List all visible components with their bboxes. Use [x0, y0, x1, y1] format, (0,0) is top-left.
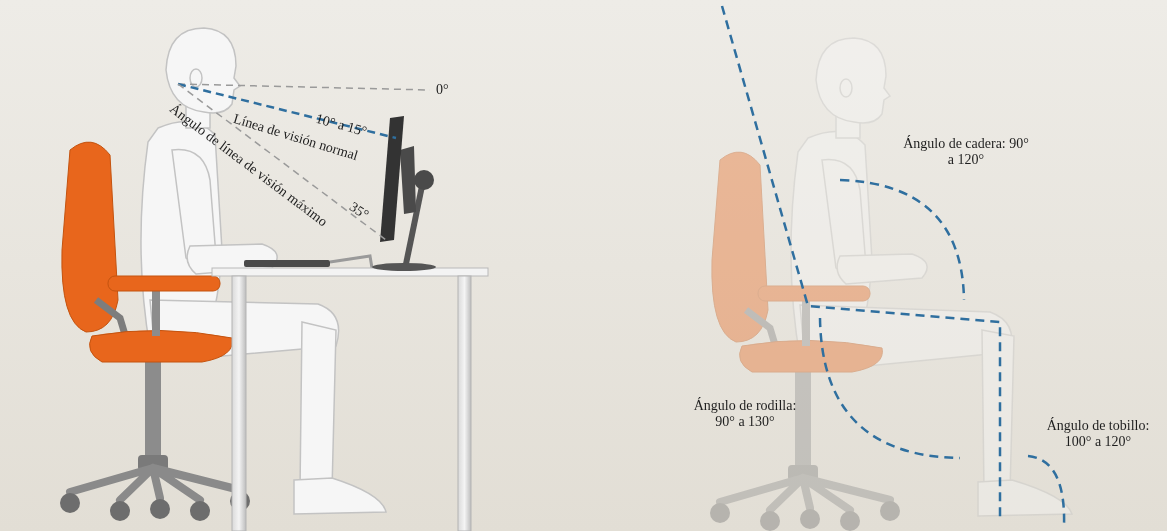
angle-label: 0° [436, 82, 449, 98]
desk-leg [232, 276, 246, 531]
chair-armrest [108, 276, 220, 336]
monitor [372, 116, 436, 271]
desk-top [212, 268, 488, 276]
chair-seat [60, 330, 250, 521]
posture-scene [710, 38, 1072, 531]
ankle-angle-label: Ángulo de tobillo: 100° a 120° [1032, 418, 1164, 450]
desk-leg [458, 276, 471, 531]
workstation-scene [60, 28, 488, 531]
max-sight-line [178, 84, 386, 240]
angle-lines [722, 6, 1064, 526]
angle-label: 35° [346, 199, 371, 223]
chair-backrest [62, 142, 126, 338]
knee-angle-label: Ángulo de rodilla: 90° a 130° [684, 398, 806, 430]
angle-label: 10° a 15° [314, 111, 369, 140]
keyboard [244, 260, 330, 267]
keyboard-tray [330, 256, 372, 268]
hip-angle-label: Ángulo de cadera: 90° a 120° [902, 136, 1030, 168]
horizontal-line [178, 84, 430, 90]
